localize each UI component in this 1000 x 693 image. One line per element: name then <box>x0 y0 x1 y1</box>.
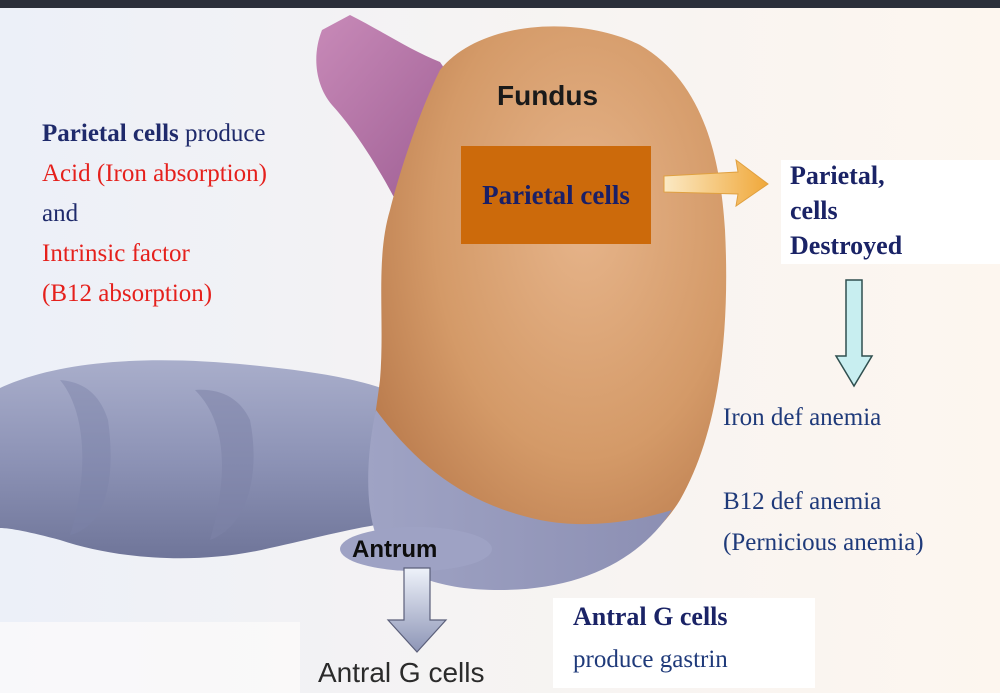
acid-text: Acid (Iron absorption) <box>42 158 267 198</box>
bottom-panel <box>0 622 300 693</box>
parietal-cells-description: Parietal cells produce Acid (Iron absorp… <box>42 118 267 318</box>
destroyed-line-2: cells <box>790 195 902 230</box>
b12-def-anemia-label: B12 def anemia <box>723 486 881 517</box>
iron-def-anemia-label: Iron def anemia <box>723 402 881 433</box>
produce-text: produce <box>179 120 266 147</box>
antral-g-cells-bottom-label: Antral G cells <box>318 655 485 690</box>
top-rule <box>0 0 1000 8</box>
parietal-cells-box-label: Parietal cells <box>482 180 630 211</box>
antrum-label: Antrum <box>352 535 437 565</box>
fundus-label: Fundus <box>497 78 598 113</box>
antral-g-cells-title: Antral G cells <box>573 601 728 634</box>
b12-absorption-text: (B12 absorption) <box>42 278 267 318</box>
pernicious-anemia-label: (Pernicious anemia) <box>723 527 924 558</box>
intrinsic-factor-text: Intrinsic factor <box>42 238 267 278</box>
parietal-destroyed-text: Parietal, cells Destroyed <box>790 160 902 265</box>
produce-gastrin-text: produce gastrin <box>573 644 728 675</box>
and-text: and <box>42 198 267 238</box>
destroyed-line-1: Parietal, <box>790 160 902 195</box>
parietal-cells-bold: Parietal cells <box>42 120 179 147</box>
destroyed-line-3: Destroyed <box>790 230 902 265</box>
parietal-cells-box: Parietal cells <box>461 146 651 244</box>
